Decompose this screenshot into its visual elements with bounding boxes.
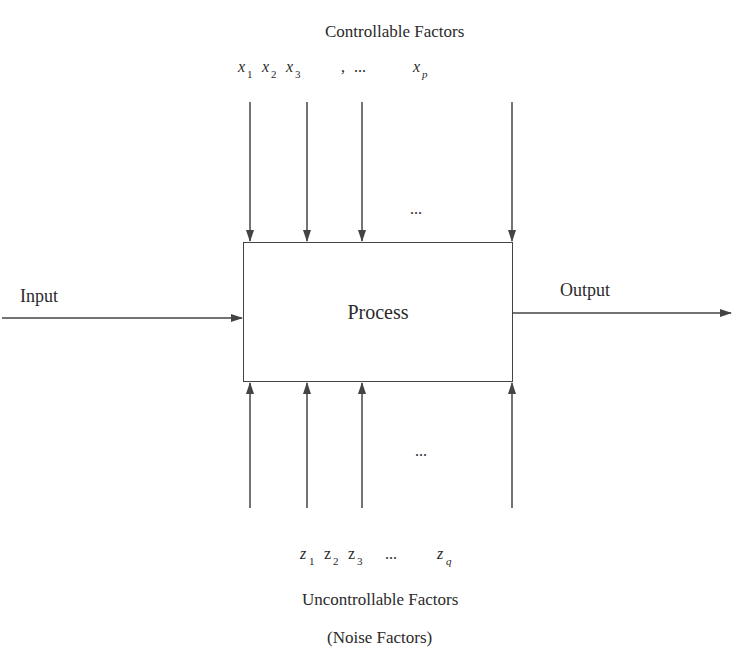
subscript: 2	[333, 555, 339, 568]
process-box: Process	[243, 242, 513, 382]
group-title: Uncontrollable Factors	[302, 590, 458, 610]
control-arrow	[249, 102, 251, 241]
subscript: q	[446, 555, 452, 568]
subscript: 1	[247, 68, 253, 81]
subscript: 1	[309, 555, 315, 568]
variable: z	[324, 545, 331, 563]
variable: x	[413, 58, 420, 76]
noise-arrow	[249, 383, 251, 508]
variable: x	[238, 58, 245, 76]
noise-arrow	[361, 383, 363, 508]
ellipsis: ...	[385, 545, 397, 563]
control-arrow	[306, 102, 308, 241]
variable: z	[437, 545, 443, 563]
separator: ,	[341, 58, 345, 76]
ellipsis: ...	[415, 442, 427, 460]
noise-arrow	[306, 383, 308, 508]
ellipsis: ...	[354, 58, 366, 76]
ellipsis: ...	[410, 200, 422, 218]
subscript: p	[422, 68, 428, 81]
group-note: (Noise Factors)	[327, 628, 432, 648]
control-arrow	[361, 102, 363, 241]
input-label: Input	[20, 286, 58, 307]
group-title: Controllable Factors	[325, 22, 464, 42]
variable: x	[286, 58, 293, 76]
control-arrow	[511, 102, 513, 241]
output-arrow	[513, 312, 731, 314]
input-arrow	[2, 317, 242, 319]
noise-arrow	[511, 383, 513, 508]
subscript: 2	[271, 68, 277, 81]
variable: z	[300, 545, 306, 563]
subscript: 3	[295, 68, 301, 81]
process-label: Process	[347, 301, 408, 324]
variable: z	[348, 545, 355, 563]
output-label: Output	[560, 280, 610, 301]
subscript: 3	[357, 555, 363, 568]
variable: x	[262, 58, 269, 76]
